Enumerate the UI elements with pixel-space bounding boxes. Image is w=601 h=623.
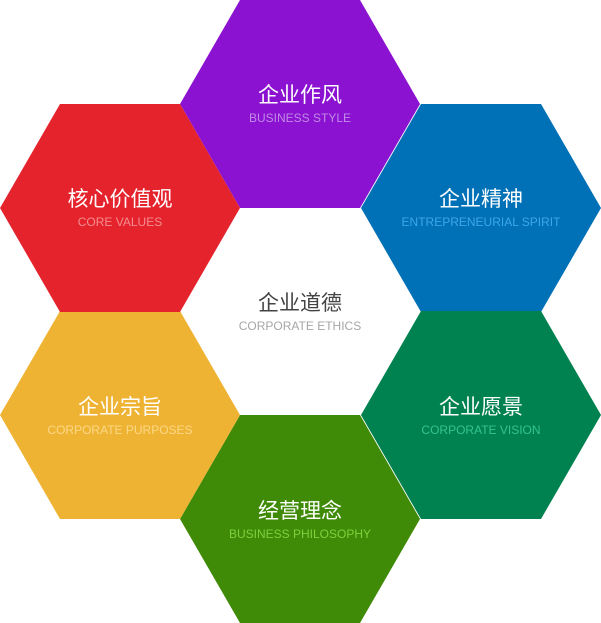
subtitle-corporate-vision: CORPORATE VISION [421,423,541,437]
subtitle-corporate-ethics: CORPORATE ETHICS [238,319,362,333]
hexagon-core-values [0,104,240,312]
hexagon-corporate-purposes [0,311,240,519]
hexagon-entrepreneurial-spirit [361,104,601,312]
label-corporate-vision: 企业愿景 CORPORATE VISION [361,394,601,438]
subtitle-business-style: BUSINESS STYLE [248,111,352,125]
subtitle-business-philosophy: BUSINESS PHILOSOPHY [228,527,372,541]
label-business-philosophy: 经营理念 BUSINESS PHILOSOPHY [180,498,420,542]
title-corporate-ethics: 企业道德 [258,291,342,315]
title-corporate-vision: 企业愿景 [439,395,523,419]
subtitle-core-values: CORE VALUES [77,215,163,229]
hexagon-business-style [180,0,420,208]
title-business-style: 企业作风 [258,83,342,107]
subtitle-entrepreneurial-spirit: ENTREPRENEURIAL SPIRIT [401,215,561,229]
title-core-values: 核心价值观 [67,187,173,211]
title-business-philosophy: 经营理念 [258,499,342,523]
hexagon-corporate-vision [361,311,601,519]
label-corporate-purposes: 企业宗旨 CORPORATE PURPOSES [0,394,240,438]
subtitle-corporate-purposes: CORPORATE PURPOSES [47,423,193,437]
title-entrepreneurial-spirit: 企业精神 [439,187,523,211]
label-entrepreneurial-spirit: 企业精神 ENTREPRENEURIAL SPIRIT [361,186,601,230]
label-business-style: 企业作风 BUSINESS STYLE [180,82,420,126]
hexagon-business-philosophy [180,415,420,623]
label-corporate-ethics: 企业道德 CORPORATE ETHICS [180,290,420,334]
label-core-values: 核心价值观 CORE VALUES [0,186,240,230]
title-corporate-purposes: 企业宗旨 [78,395,162,419]
